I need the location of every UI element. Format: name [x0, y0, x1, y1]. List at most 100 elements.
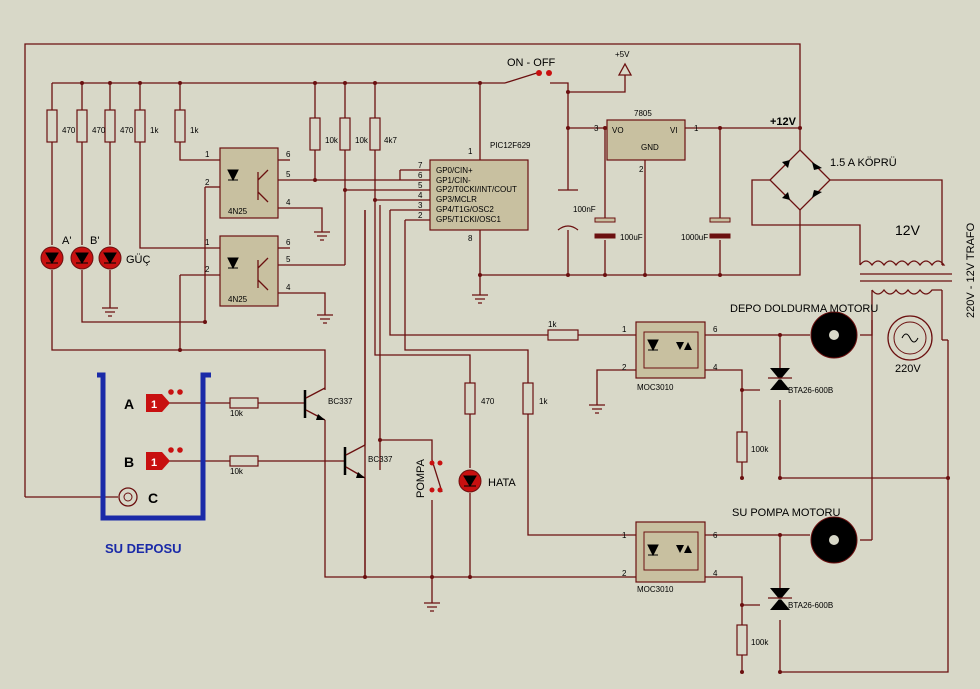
label-tr1: BC337 [328, 397, 353, 406]
bridge-rectifier: 1.5 A KÖPRÜ [769, 149, 897, 211]
led-a-symbol-icon [45, 252, 59, 264]
pic-pin-label: GP5/T1CKI/OSC1 [436, 215, 501, 224]
pin-number: 1 [205, 150, 210, 159]
water-tank: SU DEPOSU [97, 372, 211, 556]
label-r100kb: 100k [751, 638, 769, 647]
pin-number: 1 [694, 124, 699, 133]
label-probe-a: A [124, 396, 134, 412]
resistor-r4k7 [369, 117, 381, 151]
label-cap3: 1000uF [681, 233, 708, 242]
probe-b: 1 B [124, 447, 183, 470]
label-moc2: MOC3010 [637, 585, 674, 594]
pin-number: 4 [286, 283, 291, 292]
label-triac1: BTA26-600B [788, 386, 833, 395]
pin-number: 3 [418, 201, 423, 210]
label-moc1: MOC3010 [637, 383, 674, 392]
resistor-r10kd [229, 455, 259, 467]
label-r1kc: 1k [548, 320, 557, 329]
resistor-r1kc [547, 329, 579, 341]
ground-icon [589, 404, 605, 414]
pin-number: 4 [418, 191, 423, 200]
wires [24, 43, 949, 673]
resistors [46, 109, 748, 656]
pin-number: 2 [205, 265, 210, 274]
label-r1kb: 1k [190, 126, 199, 135]
regulator-7805: 7805 VO VI GND 3 1 2 [594, 109, 699, 174]
label-r10kc: 10k [230, 409, 244, 418]
label-triac2: BTA26-600B [788, 601, 833, 610]
led-hata-symbol-icon [463, 475, 477, 487]
capacitor-100nf-icon [557, 189, 579, 231]
triac-2: BTA26-600B [768, 588, 833, 610]
pin-number: 2 [622, 363, 627, 372]
resistor-r1kd [522, 382, 534, 415]
ground-icon [472, 294, 488, 304]
resistor-r1kb [174, 109, 186, 143]
label-pic: PIC12F629 [490, 141, 531, 150]
label-r470c: 470 [120, 126, 134, 135]
pin-number: 1 [622, 531, 627, 540]
ground-icon [102, 307, 118, 317]
resistor-r470b [76, 109, 88, 143]
resistor-r10ka [309, 117, 321, 151]
label-r10kb: 10k [355, 136, 369, 145]
opto-2: 4N25 1 2 6 5 4 [205, 235, 291, 307]
label-v12: 12V [895, 222, 921, 238]
plus5v-terminal: +5V [615, 50, 633, 76]
label-cap1: 100nF [573, 205, 596, 214]
label-opto1: 4N25 [228, 207, 248, 216]
label-r10ka: 10k [325, 136, 339, 145]
motor-2: SU POMPA MOTORU [732, 507, 858, 564]
transformer: 12V 220V - 12V TRAFO [859, 222, 977, 318]
junction-dots [80, 81, 950, 674]
pic-pin-label: GP2/T0CKI/INT/COUT [436, 185, 517, 194]
label-tank: SU DEPOSU [105, 541, 182, 556]
pin-number: 2 [622, 569, 627, 578]
label-plus12v: +12V [770, 116, 797, 128]
pompa-switch[interactable]: POMPA [415, 458, 443, 498]
pin-number: 6 [286, 238, 291, 247]
ground-icon [314, 231, 330, 241]
probe-c: C [118, 487, 158, 507]
pin-number: 1 [622, 325, 627, 334]
probe-a-value: 1 [151, 399, 157, 411]
label-r10kd: 10k [230, 467, 244, 476]
label-opto2: 4N25 [228, 295, 248, 304]
transistor-2: BC337 [343, 210, 393, 479]
on-off-switch[interactable]: ON - OFF [504, 57, 556, 84]
label-led-guc: GÜÇ [126, 254, 151, 266]
resistor-r470d [464, 382, 476, 415]
label-bridge: 1.5 A KÖPRÜ [830, 157, 897, 169]
pic-pin-label: GP4/T1G/OSC2 [436, 205, 494, 214]
label-led-hata: HATA [488, 477, 516, 489]
label-reg-gnd: GND [641, 143, 659, 152]
opto-1: 4N25 1 2 6 5 4 [205, 147, 291, 219]
label-on-off: ON - OFF [507, 57, 556, 69]
label-r470d: 470 [481, 397, 495, 406]
label-reg-vo: VO [612, 126, 624, 135]
label-cap2: 100uF [620, 233, 643, 242]
pin-number: 2 [639, 165, 644, 174]
label-reg: 7805 [634, 109, 652, 118]
pin-number: 4 [713, 363, 718, 372]
led-b-symbol-icon [75, 252, 89, 264]
resistor-r10kb [339, 117, 351, 151]
probe-a: 1 A [124, 389, 183, 412]
label-probe-b: B [124, 454, 134, 470]
grounds [102, 231, 605, 612]
moc-1: MOC3010 1 2 6 4 [622, 321, 718, 392]
label-r470a: 470 [62, 126, 76, 135]
resistor-labels: 470 470 470 1k 1k 10k 10k 4k7 10k 10k 47… [62, 126, 769, 647]
label-led-b: B' [90, 235, 99, 247]
label-pompa: POMPA [415, 458, 427, 498]
pin-number: 6 [418, 171, 423, 180]
pin-number: 7 [418, 161, 423, 170]
led-guc-symbol-icon [103, 252, 117, 264]
pin-number: 1 [205, 238, 210, 247]
capacitors: 100nF 100uF 1000uF [557, 189, 731, 242]
label-r100ka: 100k [751, 445, 769, 454]
pin-number: 5 [286, 170, 291, 179]
label-reg-vi: VI [670, 126, 678, 135]
label-r470b: 470 [92, 126, 106, 135]
label-trafo: 220V - 12V TRAFO [965, 222, 977, 318]
